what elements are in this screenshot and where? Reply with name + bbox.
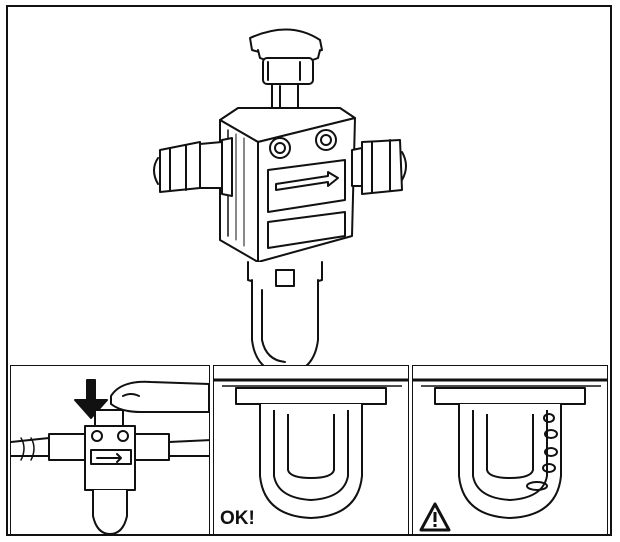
- ok-label: OK!: [220, 508, 255, 529]
- push-knob: [249, 28, 323, 115]
- press-illustration: [11, 379, 209, 534]
- sight-glass-bowl: [247, 261, 323, 375]
- warning-triangle-icon: [419, 502, 451, 532]
- valve-body: [219, 107, 356, 263]
- finger-icon: [110, 380, 209, 413]
- right-fitting: [351, 139, 407, 195]
- ok-sight-glass: [214, 378, 408, 519]
- panel-press-step: [10, 365, 210, 535]
- left-fitting: [153, 137, 233, 197]
- warning-sight-glass: [413, 378, 607, 519]
- panel-ok-state: OK!: [213, 365, 409, 535]
- bubbles-icon: [526, 413, 558, 491]
- panel-warning-state: [412, 365, 608, 535]
